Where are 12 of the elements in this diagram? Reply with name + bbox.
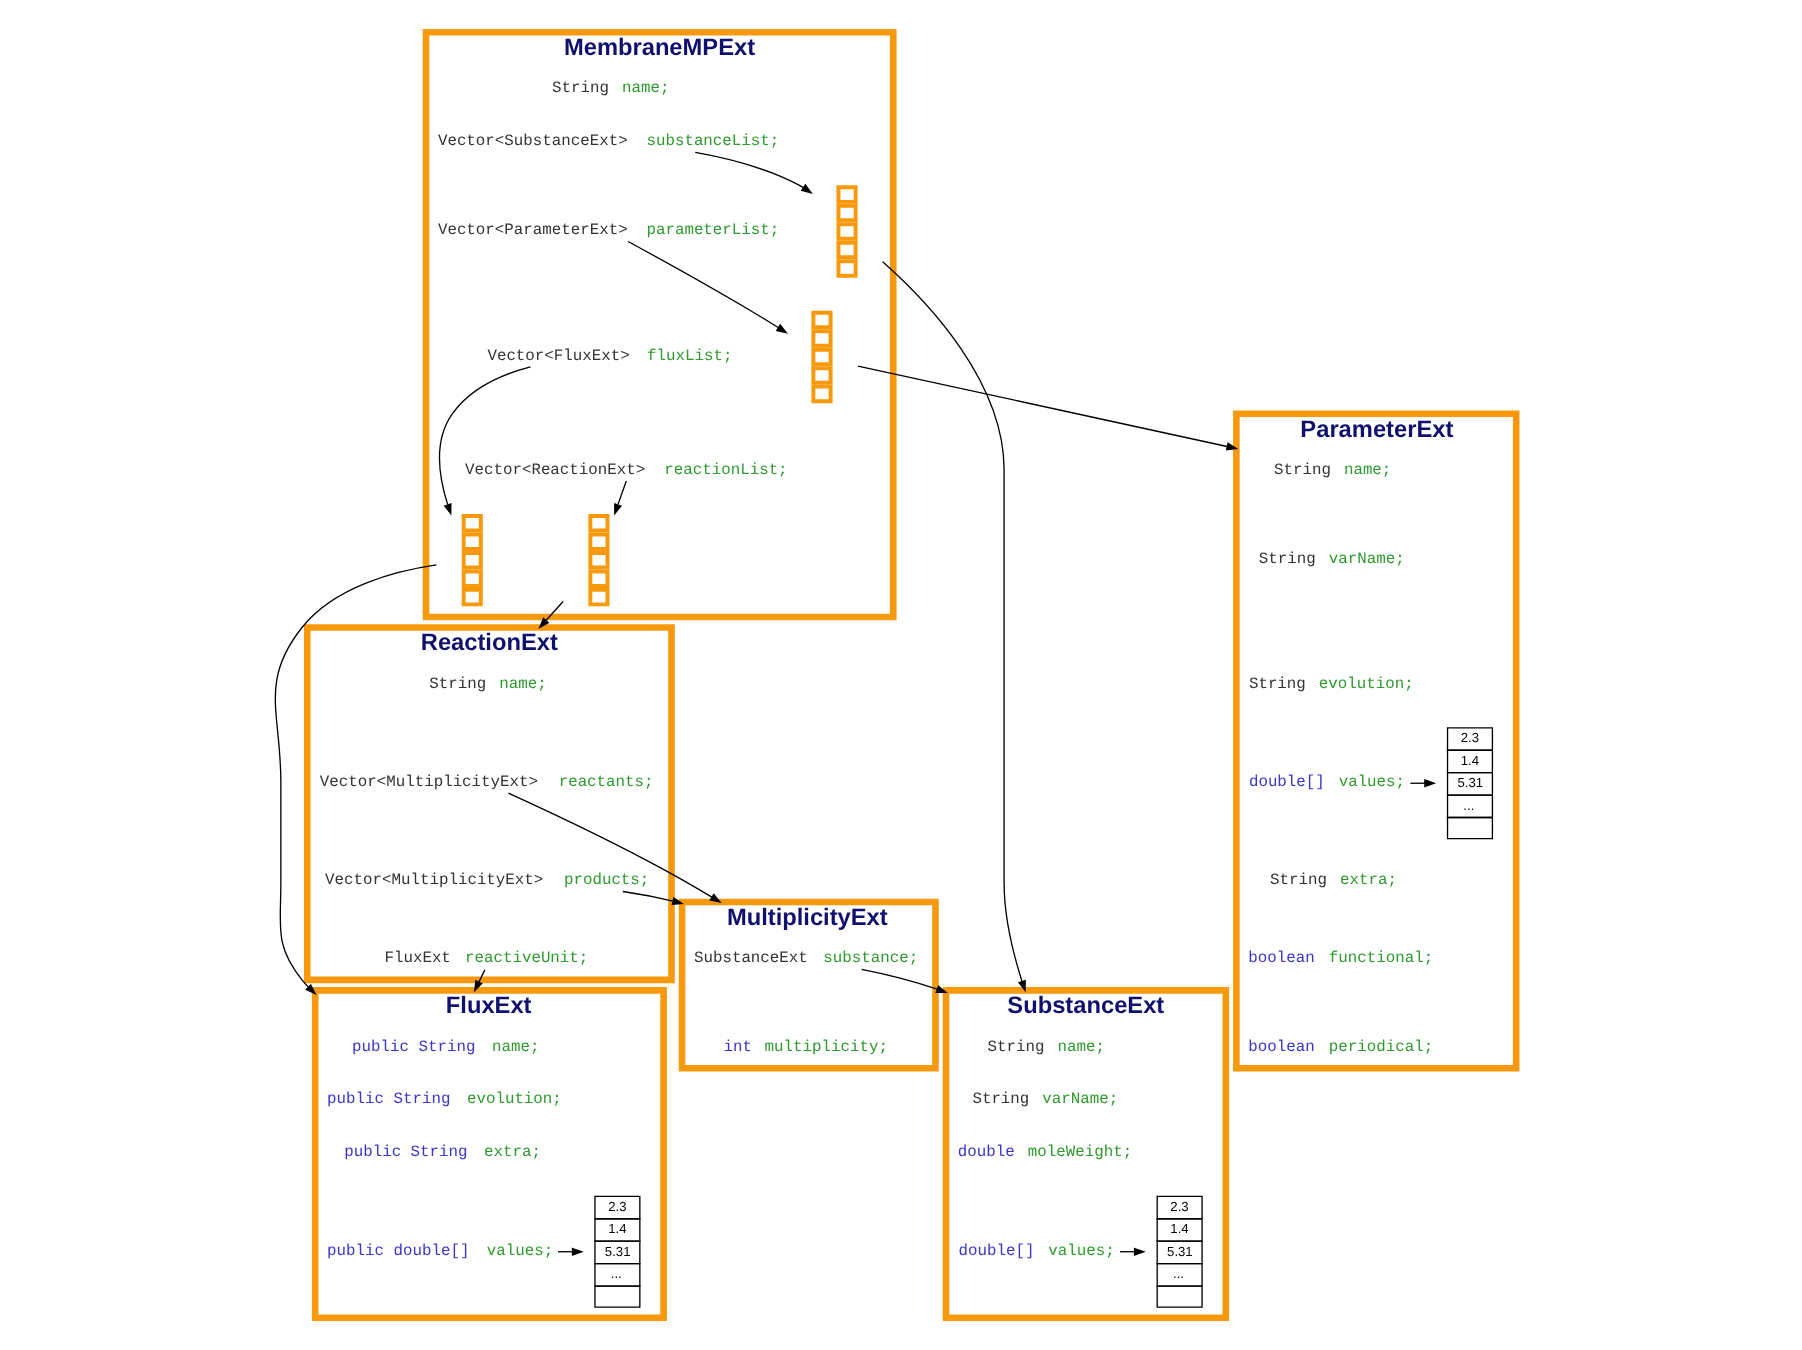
arrow [473,969,486,993]
arrow [627,240,788,334]
arrow [861,968,948,994]
arrow [274,564,437,996]
arrow [857,365,1239,451]
arrow [882,261,1026,993]
arrow [538,600,564,629]
arrow [694,151,813,194]
arrow [507,792,722,904]
arrow [438,366,532,516]
arrow [614,480,627,516]
arrow [622,890,684,906]
